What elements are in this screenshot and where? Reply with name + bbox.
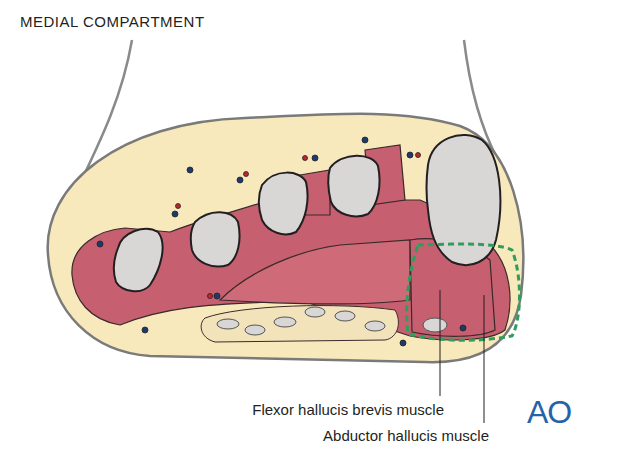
part-label: Abductor hallucis muscle [323, 427, 489, 444]
vessels [97, 137, 466, 346]
logo-text: AO [527, 394, 571, 431]
leader-line [484, 295, 485, 423]
skin-outline [48, 114, 524, 362]
tendons [217, 307, 447, 335]
tendon-band [201, 306, 398, 342]
metatarsal-bones [114, 135, 501, 291]
title: MEDIAL COMPARTMENT [20, 13, 205, 30]
compartment-outline [407, 244, 520, 340]
part-label: Flexor hallucis brevis muscle [252, 401, 444, 418]
leader-line [440, 290, 441, 396]
